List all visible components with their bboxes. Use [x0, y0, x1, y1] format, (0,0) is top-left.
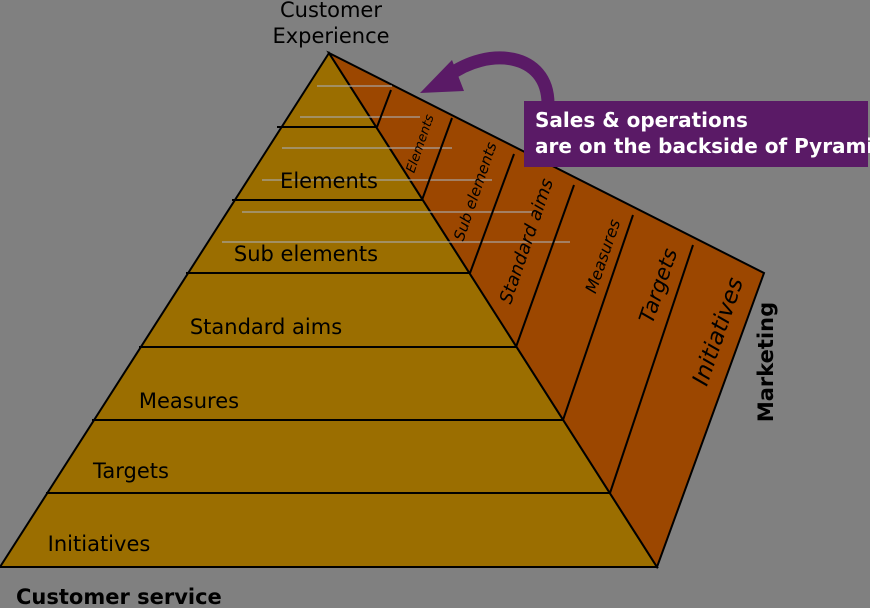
- apex-label-line1: Customer: [280, 0, 382, 22]
- front-level-targets: Targets: [92, 459, 169, 483]
- callout-line2: are on the backside of Pyramid: [535, 134, 870, 158]
- front-level-standard-aims: Standard aims: [190, 315, 342, 339]
- callout-box: [524, 101, 868, 167]
- side-dividers: [376, 89, 694, 494]
- faint-grid-lines: [222, 85, 570, 243]
- apex-label-line2: Experience: [272, 24, 389, 48]
- callout-arrow-icon: [420, 51, 555, 105]
- callout-line1: Sales & operations: [535, 108, 748, 132]
- front-level-sub-elements: Sub elements: [234, 242, 378, 266]
- front-level-elements: Elements: [280, 169, 378, 193]
- front-dividers: [46, 126, 610, 494]
- front-face-name: Customer service: [16, 585, 222, 608]
- front-level-measures: Measures: [139, 389, 239, 413]
- front-level-initiatives: Initiatives: [48, 532, 151, 556]
- side-face-name: Marketing: [754, 302, 778, 422]
